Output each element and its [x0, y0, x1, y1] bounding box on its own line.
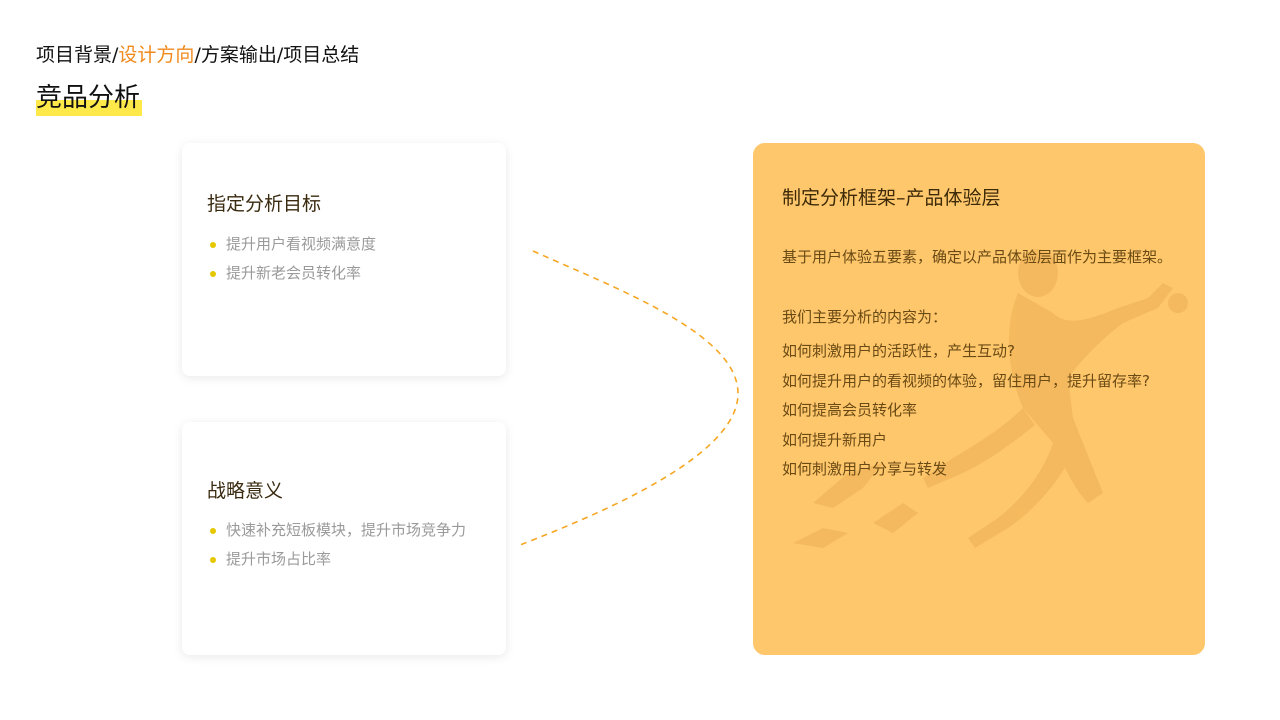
list-item: 如何刺激用户的活跃性，产生互动? [782, 342, 1015, 360]
breadcrumb: 项目背景/设计方向/方案输出/项目总结 [36, 40, 359, 67]
page-title-highlight [36, 100, 142, 116]
list-item: 提升新老会员转化率 [210, 259, 376, 288]
bullet-dot-icon [210, 527, 216, 534]
panel-intro: 基于用户体验五要素，确定以产品体验层面作为主要框架。 [782, 248, 1173, 266]
breadcrumb-item-solution-output[interactable]: 方案输出 [200, 44, 277, 66]
list-item-text: 提升用户看视频满意度 [226, 235, 377, 253]
breadcrumb-separator: / [276, 44, 284, 66]
panel-title: 制定分析框架–产品体验层 [782, 187, 1001, 209]
list-item: 提升用户看视频满意度 [210, 230, 376, 259]
framework-panel: 制定分析框架–产品体验层 基于用户体验五要素，确定以产品体验层面作为主要框架。 … [753, 143, 1205, 655]
bullet-dot-icon [210, 241, 216, 248]
breadcrumb-separator: / [194, 44, 201, 66]
list-item: 如何提高会员转化率 [782, 401, 918, 419]
card-list: 快速补充短板模块，提升市场竞争力 提升市场占比率 [210, 516, 466, 574]
list-item: 如何刺激用户分享与转发 [782, 460, 948, 478]
panel-subhead: 我们主要分析的内容为： [782, 308, 948, 326]
athlete-silhouette-icon [793, 249, 1188, 548]
list-item: 提升市场占比率 [210, 545, 466, 574]
card-analysis-goal: 指定分析目标 提升用户看视频满意度 提升新老会员转化率 [182, 143, 506, 376]
list-item-text: 提升新老会员转化率 [226, 264, 362, 282]
bullet-dot-icon [210, 556, 216, 563]
card-strategic-significance: 战略意义 快速补充短板模块，提升市场竞争力 提升市场占比率 [182, 422, 506, 655]
card-list: 提升用户看视频满意度 提升新老会员转化率 [210, 230, 376, 288]
page-title: 竞品分析 [36, 83, 141, 113]
card-title: 指定分析目标 [207, 193, 322, 215]
list-item: 如何提升新用户 [782, 430, 888, 449]
breadcrumb-item-design-direction[interactable]: 设计方向 [118, 44, 195, 66]
list-item-text: 提升市场占比率 [226, 550, 332, 568]
list-item: 如何提升用户的看视频的体验，留住用户，提升留存率? [782, 371, 1150, 390]
breadcrumb-separator: / [112, 44, 119, 66]
breadcrumb-item-background[interactable]: 项目背景 [36, 44, 113, 66]
panel-question-list: 如何刺激用户的活跃性，产生互动? 如何提升用户的看视频的体验，留住用户，提升留存… [782, 337, 1150, 485]
bullet-dot-icon [210, 270, 216, 277]
list-item-text: 快速补充短板模块，提升市场竞争力 [226, 521, 467, 539]
card-title: 战略意义 [207, 480, 284, 502]
list-item: 快速补充短板模块，提升市场竞争力 [210, 516, 466, 545]
breadcrumb-item-project-summary[interactable]: 项目总结 [283, 44, 360, 66]
